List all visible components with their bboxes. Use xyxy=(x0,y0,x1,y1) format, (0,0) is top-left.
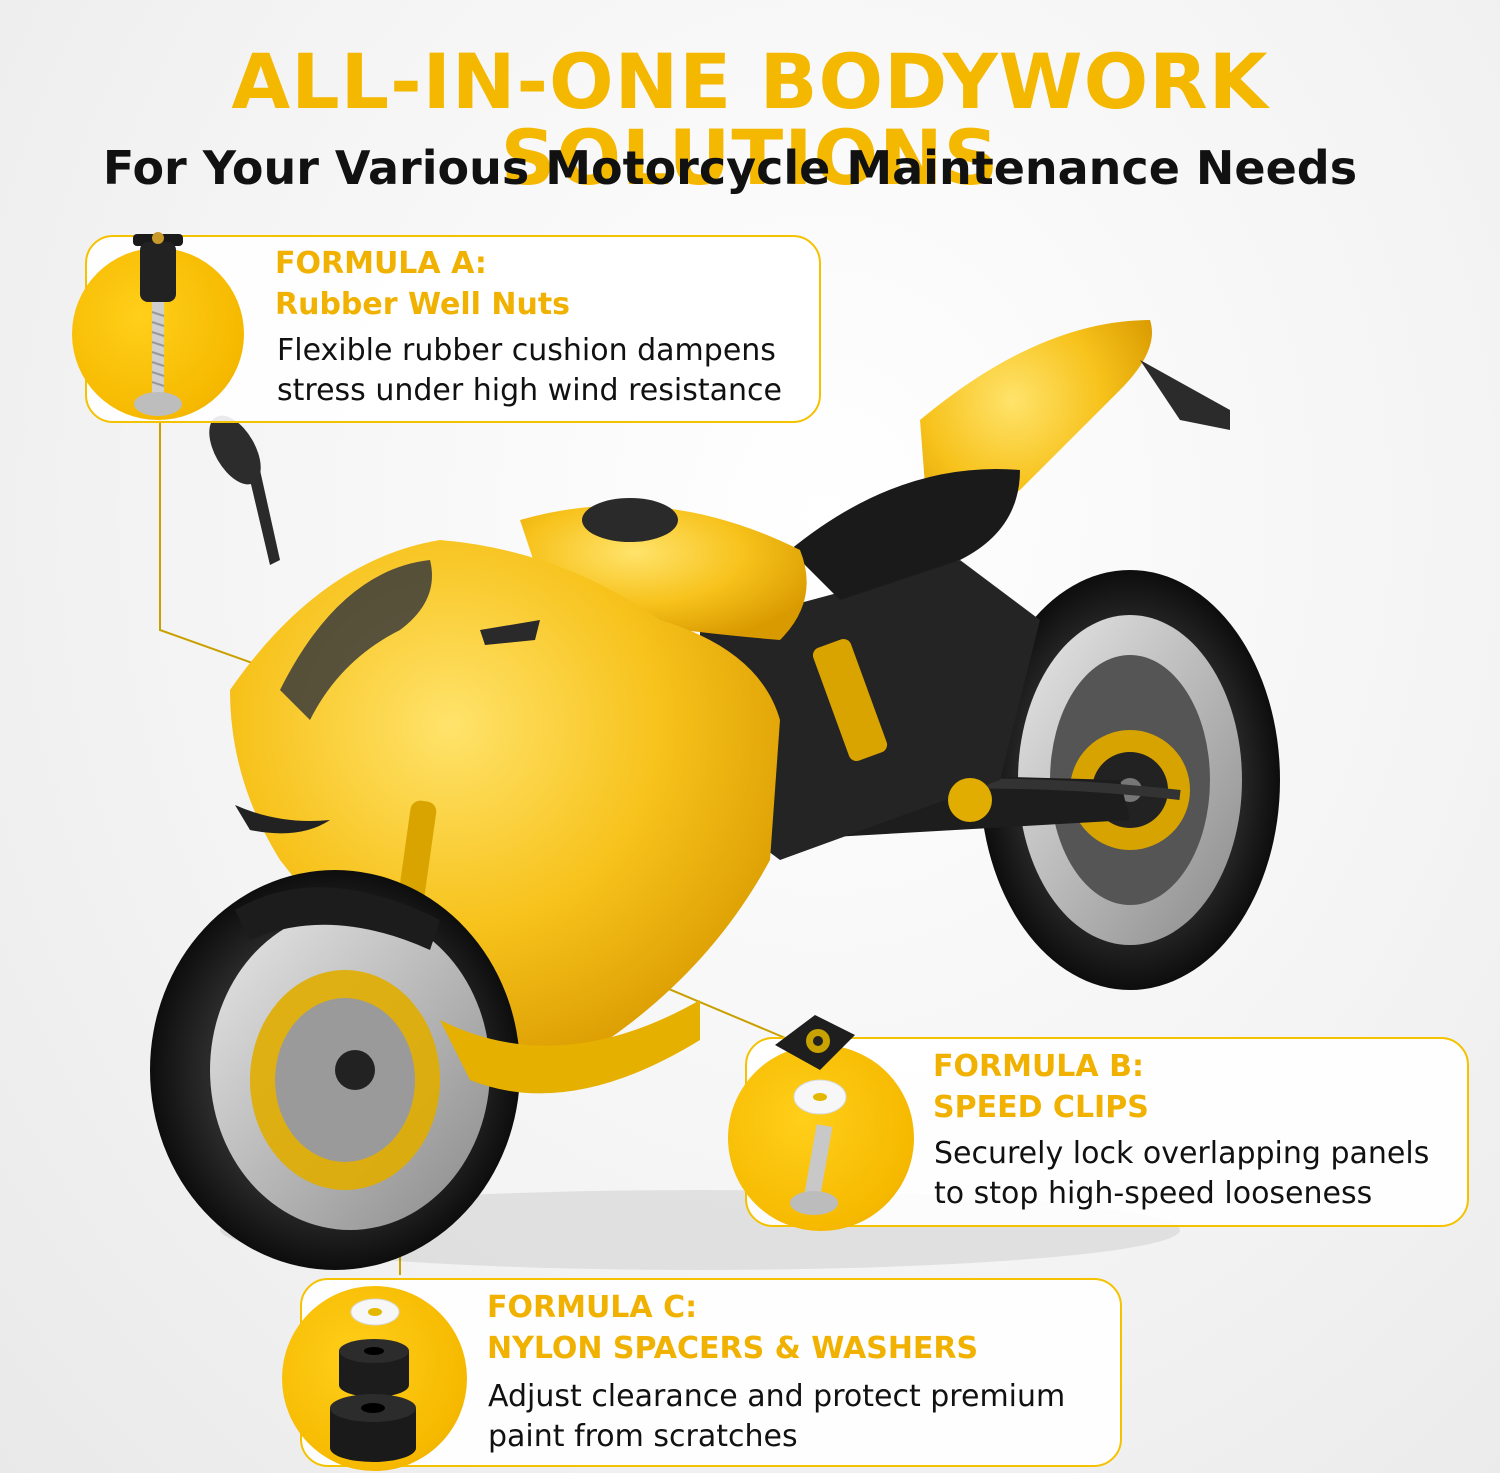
formula-a-desc-line2: stress under high wind resistance xyxy=(277,373,782,408)
washer-screw-icon xyxy=(790,1079,847,1215)
headline: ALL-IN-ONE BODYWORK SOLUTIONS xyxy=(231,37,1269,202)
formula-b-desc-line1: Securely lock overlapping panels xyxy=(934,1136,1430,1171)
formula-a-desc-line1: Flexible rubber cushion dampens xyxy=(277,333,776,368)
front-wheel xyxy=(150,870,520,1270)
speed-clip-icon xyxy=(775,1015,855,1070)
formula-b-desc-line2: to stop high-speed looseness xyxy=(934,1176,1373,1211)
formula-c-desc-line1: Adjust clearance and protect premium xyxy=(488,1379,1066,1414)
subheadline: For Your Various Motorcycle Maintenance … xyxy=(102,141,1358,195)
formula-b-label: FORMULA B: xyxy=(933,1049,1144,1084)
formula-b-name: SPEED CLIPS xyxy=(933,1090,1149,1125)
formula-c-label: FORMULA C: xyxy=(487,1290,698,1325)
nylon-spacer-icon xyxy=(330,1298,416,1462)
rubber-well-nut-icon xyxy=(133,232,183,416)
rear-wheel xyxy=(980,570,1280,990)
formula-a-label: FORMULA A: xyxy=(275,246,487,281)
formula-c-desc-line2: paint from scratches xyxy=(488,1419,798,1454)
motorcycle-illustration xyxy=(150,320,1280,1270)
formula-a-name: Rubber Well Nuts xyxy=(275,287,571,322)
formula-c-name: NYLON SPACERS & WASHERS xyxy=(487,1331,979,1366)
